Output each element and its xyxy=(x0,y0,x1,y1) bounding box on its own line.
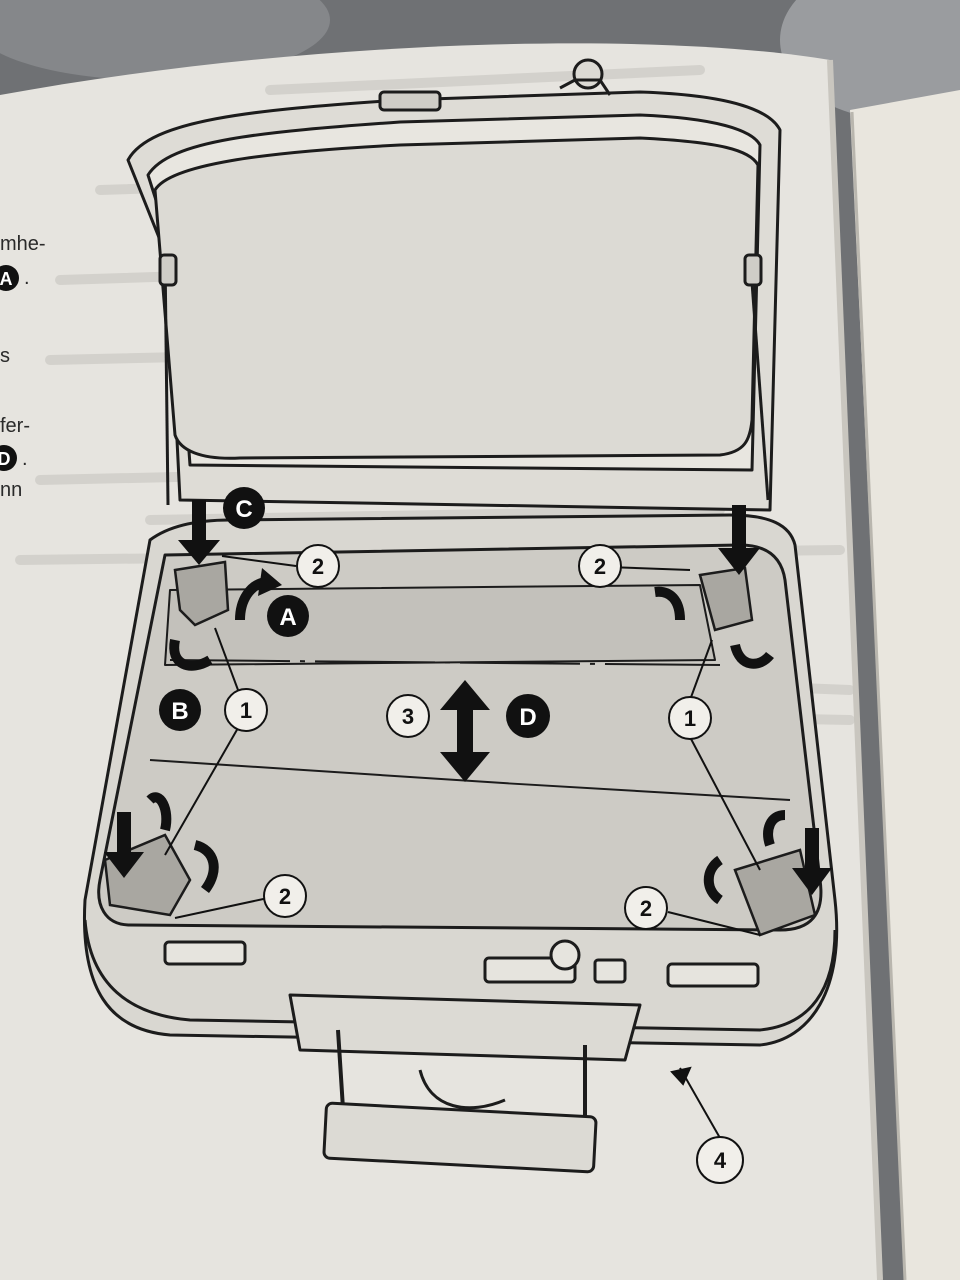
callout-4-handle: 4 xyxy=(696,1136,744,1184)
callout-2-top-right: 2 xyxy=(578,544,622,588)
motion-arrows xyxy=(104,500,832,905)
callout-1-right: 1 xyxy=(668,696,712,740)
next-page xyxy=(850,90,960,1280)
letter-markers: C A B D xyxy=(159,487,550,738)
svg-text:.: . xyxy=(24,267,30,289)
callout-2-bottom-right: 2 xyxy=(624,886,668,930)
marker-b: B xyxy=(159,689,201,731)
callout-2-top-left: 2 xyxy=(296,544,340,588)
callouts: 2 2 1 3 1 2 2 4 xyxy=(224,544,744,1184)
fragment-text: fer- xyxy=(0,415,30,437)
fragment-text: s xyxy=(0,345,10,367)
fragment-text: mhe- xyxy=(0,233,46,255)
svg-text:.: . xyxy=(22,448,28,470)
fragment-badge: D xyxy=(0,449,11,469)
callout-1-left: 1 xyxy=(224,688,268,732)
callout-label: 2 xyxy=(312,554,324,579)
marker-label: A xyxy=(279,604,296,631)
marker-label: C xyxy=(235,496,252,523)
callout-label: 3 xyxy=(402,704,414,729)
callout-label: 2 xyxy=(594,554,606,579)
callout-3-center: 3 xyxy=(386,694,430,738)
callout-label: 2 xyxy=(279,884,291,909)
left-column-text: mhe- A . s fer- D . nn xyxy=(0,233,46,501)
callout-label: 4 xyxy=(714,1148,727,1173)
callout-label: 2 xyxy=(640,896,652,921)
marker-a: A xyxy=(267,595,309,637)
callout-label: 1 xyxy=(684,706,696,731)
fragment-text: nn xyxy=(0,479,22,501)
suitcase-lid xyxy=(126,58,782,512)
marker-c: C xyxy=(223,487,265,529)
marker-label: D xyxy=(519,704,536,731)
marker-label: B xyxy=(171,698,188,725)
leader-lines xyxy=(164,555,761,1139)
callout-2-bottom-left: 2 xyxy=(263,874,307,918)
marker-d: D xyxy=(506,694,550,738)
fragment-badge: A xyxy=(0,269,13,289)
callout-label: 1 xyxy=(240,698,252,723)
